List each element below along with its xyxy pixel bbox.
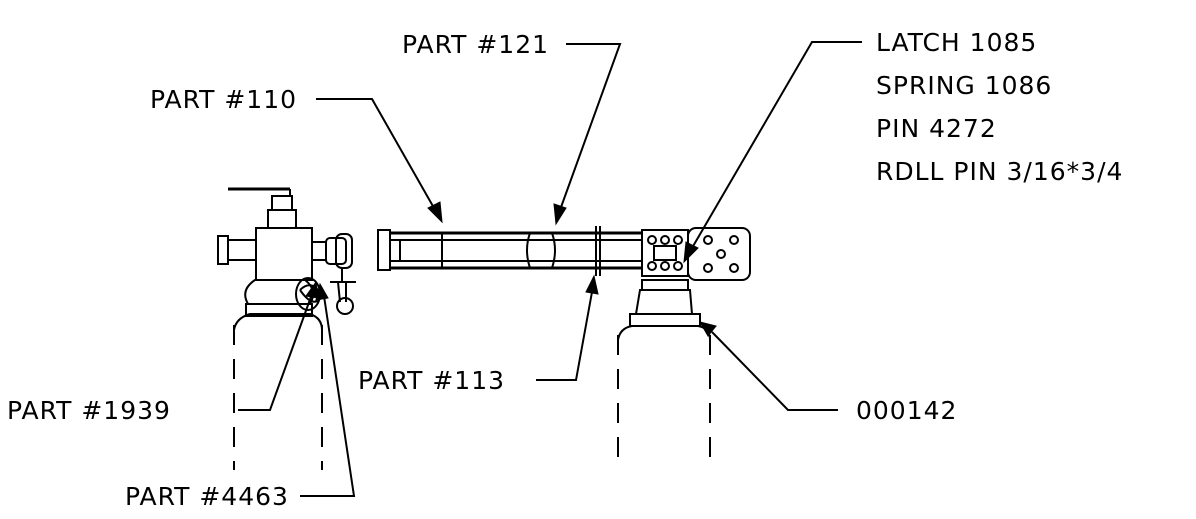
arrowhead-part-1939: [305, 280, 319, 299]
right-valve-neck: [634, 289, 694, 315]
right-latch-cylinder-assembly: [617, 227, 751, 470]
valve-port-left: [227, 239, 257, 261]
valve-stem-top: [267, 209, 297, 229]
label-part-110: PART #110: [150, 85, 297, 114]
arrowhead-part-4463: [315, 282, 329, 301]
leader-000142: [711, 331, 838, 411]
label-pin: PIN 4272: [876, 114, 997, 143]
transfer-tube-assembly: [377, 226, 642, 276]
handle-knob: [336, 297, 354, 315]
label-part-121: PART #121: [402, 30, 549, 59]
left-cylinder-shoulder: [233, 313, 323, 331]
label-latch: LATCH 1085: [876, 28, 1037, 57]
arrowhead-part-110: [427, 201, 443, 224]
valve-neck: [244, 279, 315, 305]
arrowhead-latch: [683, 241, 699, 264]
leader-part-113: [536, 291, 593, 381]
tube-end-fitting-left: [377, 229, 391, 271]
leader-latch: [691, 41, 862, 249]
arrowhead-part-113: [585, 274, 599, 295]
latch-plate: [687, 227, 751, 281]
label-000142: 000142: [856, 396, 957, 425]
label-part-4463: PART #4463: [125, 482, 289, 511]
leader-part-1939: [238, 293, 313, 411]
right-cylinder-shoulder: [617, 325, 711, 341]
valve-stem: [271, 195, 293, 211]
label-spring: SPRING 1086: [876, 71, 1052, 100]
leader-part-121: [559, 43, 622, 211]
leader-part-110: [316, 98, 435, 209]
arrowhead-part-121: [553, 203, 567, 226]
valve-body: [255, 227, 313, 281]
leader-part-4463: [300, 295, 356, 497]
label-part-1939: PART #1939: [7, 396, 171, 425]
right-collar: [629, 313, 701, 327]
left-cylinder-valve-assembly: [217, 187, 356, 470]
callout-labels: PART #121 PART #110 LATCH 1085 SPRING 10…: [7, 28, 1123, 511]
leader-lines: [238, 41, 862, 497]
arrowhead-000142: [698, 321, 717, 337]
label-part-113: PART #113: [358, 366, 505, 395]
valve-port-left-cap: [217, 235, 229, 265]
valve-port-right: [311, 241, 327, 261]
label-roll-pin: RDLL PIN 3/16*3/4: [876, 157, 1123, 186]
